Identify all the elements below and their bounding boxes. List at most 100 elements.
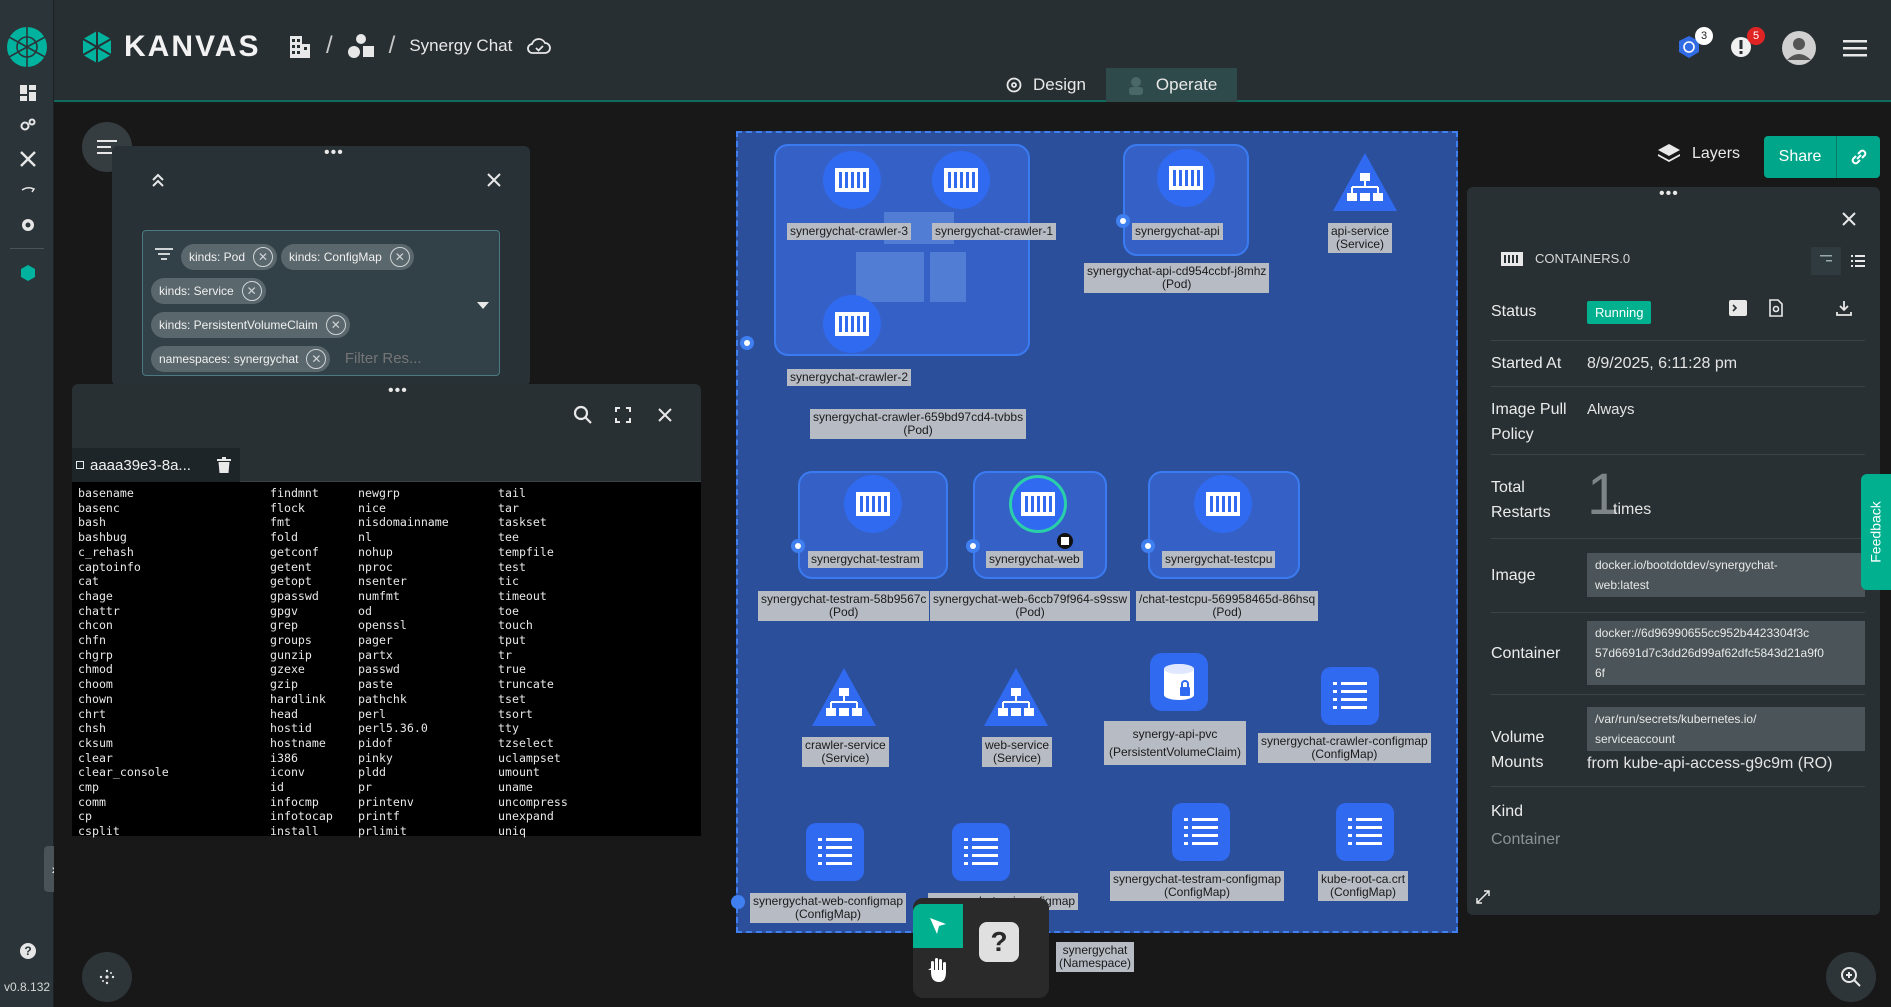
web-service-icon[interactable] <box>984 668 1048 726</box>
filter-dropdown-caret-icon[interactable] <box>477 297 489 315</box>
share-button[interactable]: Share <box>1764 136 1880 178</box>
tab-operate[interactable]: Operate <box>1105 68 1238 102</box>
detail-row-container: Container docker://6d96990655cc952b44233… <box>1491 613 1865 695</box>
remove-chip-icon[interactable]: ✕ <box>241 281 262 301</box>
download-icon[interactable] <box>1833 297 1855 319</box>
tab-design[interactable]: Design <box>985 68 1106 102</box>
hamburger-menu-icon[interactable] <box>1843 38 1867 58</box>
terminal-session-tab[interactable]: aaaa39e3-8a... <box>72 448 240 482</box>
filter-chip-kinds-service[interactable]: kinds: Service✕ <box>151 278 266 304</box>
image-key: Image <box>1491 567 1536 584</box>
tools-icon[interactable] <box>17 148 39 170</box>
drag-handle-dots-icon[interactable]: ••• <box>324 144 344 161</box>
web-configmap-icon[interactable] <box>806 823 864 881</box>
tree-view-icon[interactable] <box>1811 247 1841 275</box>
testram-pod-anchor[interactable] <box>791 539 805 558</box>
api-service-icon[interactable] <box>1333 153 1397 211</box>
top-header: KANVAS / / Synergy Chat Design Operate 3… <box>54 0 1891 102</box>
filter-search-input[interactable] <box>344 350 437 367</box>
container-testram-icon[interactable] <box>844 475 902 533</box>
started-at-key: Started At <box>1491 355 1562 372</box>
filter-chip-kinds-pvc[interactable]: kinds: PersistentVolumeClaim✕ <box>151 312 350 338</box>
terminal-column-3: newgrp nice nisdomainname nl nohup nproc… <box>358 486 449 839</box>
container-crawler-1-icon[interactable] <box>932 151 990 209</box>
kubernetes-contexts-button[interactable]: 3 <box>1677 27 1713 61</box>
layout-button[interactable] <box>82 952 132 1002</box>
zoom-button[interactable] <box>1826 952 1876 1002</box>
fullscreen-icon[interactable] <box>610 402 636 428</box>
namespace-container[interactable]: synergychat-crawler-3 synergychat-crawle… <box>731 131 1458 933</box>
mounts-key-line1: Volume <box>1491 729 1545 746</box>
remove-chip-icon[interactable]: ✕ <box>389 247 410 267</box>
brand[interactable]: KANVAS <box>80 30 260 64</box>
dashboard-icon[interactable] <box>17 82 39 104</box>
pan-hand-icon[interactable] <box>913 948 963 992</box>
testram-configmap-icon[interactable] <box>1172 803 1230 861</box>
drag-handle-dots-icon[interactable]: ••• <box>388 382 408 399</box>
testram-configmap-label: synergychat-testram-configmap(ConfigMap) <box>1110 871 1285 901</box>
pvc-icon[interactable] <box>1150 653 1208 711</box>
filter-chip-kinds-pod[interactable]: kinds: Pod✕ <box>181 244 278 270</box>
workspace-shapes-icon[interactable] <box>347 33 375 59</box>
feedback-button[interactable]: Feedback <box>1861 474 1891 590</box>
crawler-service-icon[interactable] <box>812 668 876 726</box>
terminal-search-icon[interactable] <box>570 402 596 428</box>
remove-chip-icon[interactable]: ✕ <box>325 315 346 335</box>
terminal-output[interactable]: basename basenc bash bashbug c_rehash ca… <box>72 482 701 839</box>
close-terminal-icon[interactable] <box>652 402 678 428</box>
remove-chip-icon[interactable]: ✕ <box>253 247 274 267</box>
avatar[interactable] <box>1781 30 1817 66</box>
design-mode-icon <box>1006 77 1022 93</box>
close-filter-icon[interactable] <box>482 168 506 192</box>
crawler-pod-group[interactable] <box>774 144 1030 356</box>
organization-building-icon[interactable] <box>286 34 312 58</box>
crawler-configmap-icon[interactable] <box>1321 667 1379 725</box>
container-testcpu-icon[interactable] <box>1194 475 1252 533</box>
mounts-from: from kube-api-access-g9c9m (RO) <box>1587 755 1833 772</box>
resize-diagonal-icon[interactable] <box>1473 887 1493 907</box>
select-pointer-icon[interactable] <box>913 904 963 948</box>
api-configmap-icon[interactable] <box>952 823 1010 881</box>
open-terminal-icon[interactable] <box>1727 297 1749 319</box>
layers-label: Layers <box>1692 145 1741 162</box>
crawler-pod-anchor[interactable] <box>740 336 754 355</box>
design-name[interactable]: Synergy Chat <box>409 36 513 55</box>
collapse-double-chevron-icon[interactable] <box>146 168 170 192</box>
filter-chip-kinds-configmap[interactable]: kinds: ConfigMap✕ <box>281 244 414 270</box>
meshery-logo-icon[interactable] <box>6 26 48 68</box>
delete-session-trash-icon[interactable] <box>214 455 234 475</box>
help-icon[interactable]: ? <box>17 940 39 962</box>
api-pod-anchor[interactable] <box>1116 214 1130 233</box>
remove-chip-icon[interactable]: ✕ <box>306 349 327 369</box>
restarts-unit: times <box>1613 501 1652 518</box>
layers-button[interactable]: Layers <box>1658 144 1740 164</box>
extensions-icon[interactable] <box>17 214 39 236</box>
container-key: Container <box>1491 645 1561 662</box>
kind-key: Kind <box>1491 803 1524 820</box>
performance-icon[interactable] <box>17 180 39 202</box>
close-details-icon[interactable] <box>1837 207 1861 231</box>
list-view-icon[interactable] <box>1845 247 1871 275</box>
stream-logs-icon[interactable] <box>1765 297 1787 319</box>
left-rail: › ? v0.8.132 <box>0 0 64 1007</box>
lifecycle-gears-icon[interactable] <box>17 114 39 136</box>
container-api-icon[interactable] <box>1157 149 1215 207</box>
container-web-icon-selected[interactable] <box>1009 475 1067 533</box>
feedback-label: Feedback <box>1868 501 1885 563</box>
filter-chip-namespace[interactable]: namespaces: synergychat✕ <box>151 346 331 372</box>
cloud-sync-icon[interactable] <box>526 36 552 56</box>
root-ca-configmap-label: kube-root-ca.crt(ConfigMap) <box>1318 871 1409 901</box>
testcpu-pod-anchor[interactable] <box>1141 539 1155 558</box>
container-crawler-2-icon[interactable] <box>823 295 881 353</box>
drag-handle-dots-icon[interactable]: ••• <box>1659 185 1679 202</box>
session-icon <box>76 461 84 469</box>
notifications-button[interactable]: 5 <box>1729 27 1765 61</box>
copy-link-icon[interactable] <box>1837 147 1880 167</box>
root-ca-configmap-icon[interactable] <box>1336 803 1394 861</box>
help-question-icon[interactable]: ? <box>979 922 1019 962</box>
web-pod-anchor[interactable] <box>966 539 980 558</box>
web-configmap-anchor[interactable] <box>731 895 745 914</box>
container-crawler-3-icon[interactable] <box>823 151 881 209</box>
filter-input-box[interactable]: kinds: Pod✕kinds: ConfigMap✕ kinds: Serv… <box>142 230 500 376</box>
kanvas-rail-icon[interactable] <box>17 262 39 284</box>
